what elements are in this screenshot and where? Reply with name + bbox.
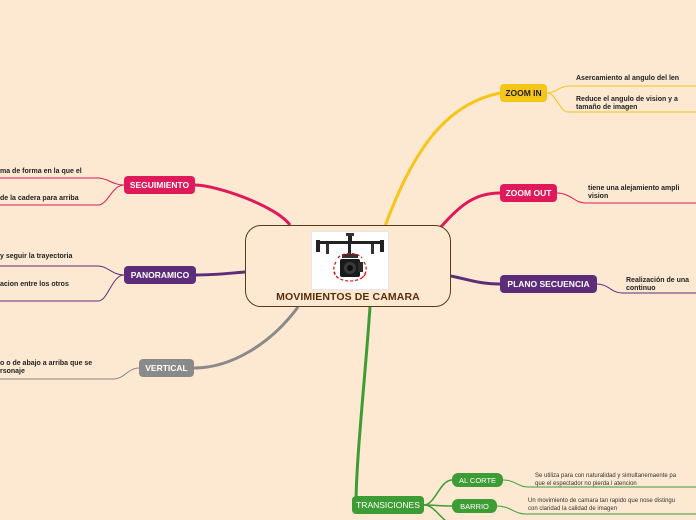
central-topic-title: MOVIMIENTOS DE CAMARA xyxy=(276,291,420,303)
vertical-note: rsonaje xyxy=(0,368,25,375)
barrio-note: con claridad la calidad de imagen xyxy=(528,506,618,512)
seguimiento-note: de la cadera para arriba xyxy=(0,195,79,202)
zoom-in-note: tamaño de imagen xyxy=(576,104,638,111)
barrio-note: Un movimiento de camara tan rapido que n… xyxy=(528,498,676,504)
topic-seguimiento[interactable]: SEGUIMIENTO xyxy=(124,176,195,194)
topic-zoom-out[interactable]: ZOOM OUT xyxy=(500,184,557,202)
panoramico-note: y seguir la trayectoria xyxy=(0,253,73,260)
subtopic-barrio[interactable]: BARRIO xyxy=(452,499,497,513)
topic-plano-secuencia[interactable]: PLANO SECUENCIA xyxy=(500,275,597,293)
topic-vertical[interactable]: VERTICAL xyxy=(139,359,194,377)
plano-secuencia-note: continuo xyxy=(626,285,656,292)
vertical-note: o o de abajo a arriba que se xyxy=(0,360,93,367)
al-corte-note: Se utiliza para con naturalidad y simult… xyxy=(535,473,677,479)
topic-zoom-in[interactable]: ZOOM IN xyxy=(500,84,547,102)
seguimiento-note: ma de forma en la que el xyxy=(0,168,82,175)
plano-secuencia-note: Realización de una xyxy=(626,277,690,284)
topic-transiciones[interactable]: TRANSICIONES xyxy=(352,496,424,514)
zoom-out-note: tiene una alejamiento ampli xyxy=(588,185,680,192)
zoom-in-note: Reduce el angulo de vision y a xyxy=(576,96,678,103)
al-corte-note: que el espectador no pierda l atencion xyxy=(535,481,637,487)
zoom-out-note: vision xyxy=(588,193,609,200)
topic-panoramico[interactable]: PANORAMICO xyxy=(124,266,196,284)
central-topic[interactable]: MOVIMIENTOS DE CAMARA xyxy=(245,225,451,307)
panoramico-note: acion entre los otros xyxy=(0,281,69,288)
zoom-in-note: Asercamiento al angulo del len xyxy=(576,75,680,82)
subtopic-al-corte[interactable]: AL CORTE xyxy=(452,473,503,487)
camera-gimbal-image xyxy=(311,231,389,290)
